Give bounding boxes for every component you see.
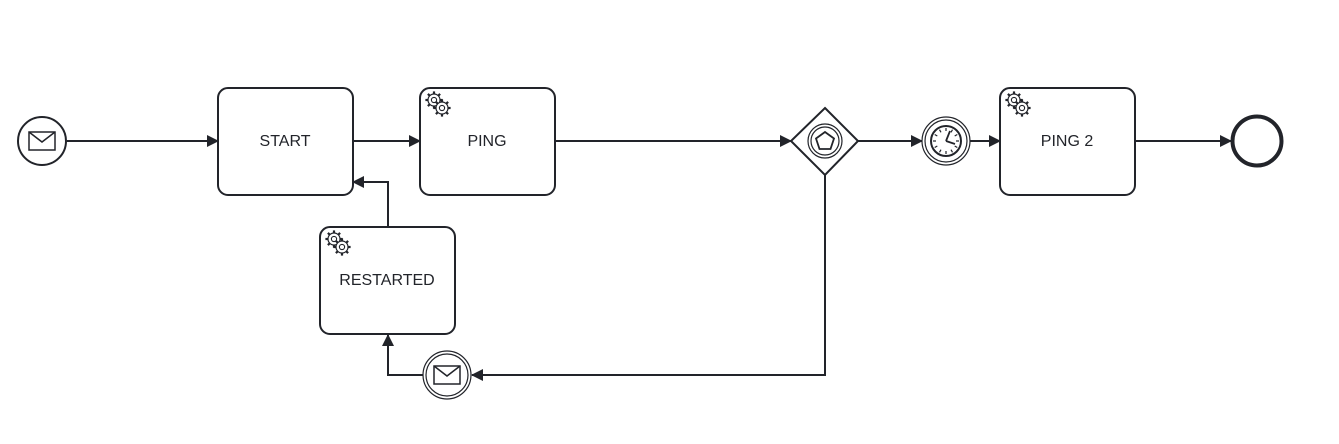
task-restarted-label: RESTARTED [339,272,434,289]
task-ping-label: PING [467,133,506,150]
task-ping2[interactable]: PING 2 [999,87,1136,196]
message-intermediate-event[interactable] [422,350,472,400]
task-ping2-label: PING 2 [1041,133,1094,150]
task-restarted[interactable]: RESTARTED [319,226,456,335]
task-ping[interactable]: PING [419,87,556,196]
timer-intermediate-event[interactable] [921,116,971,166]
flow-message-catch-to-restarted[interactable] [382,334,423,376]
task-start[interactable]: START [217,87,354,196]
task-start-label: START [260,133,311,150]
end-event[interactable] [1230,114,1284,168]
event-based-gateway[interactable] [789,106,860,177]
flow-gateway-to-message-catch[interactable] [471,175,826,381]
sequence-flows [67,135,1232,381]
envelope-icon [28,131,56,151]
clock-icon [930,125,962,157]
flow-restarted-to-start[interactable] [352,176,389,227]
envelope-icon [433,365,461,385]
pentagon-icon [814,130,836,150]
message-start-event[interactable] [17,116,67,166]
